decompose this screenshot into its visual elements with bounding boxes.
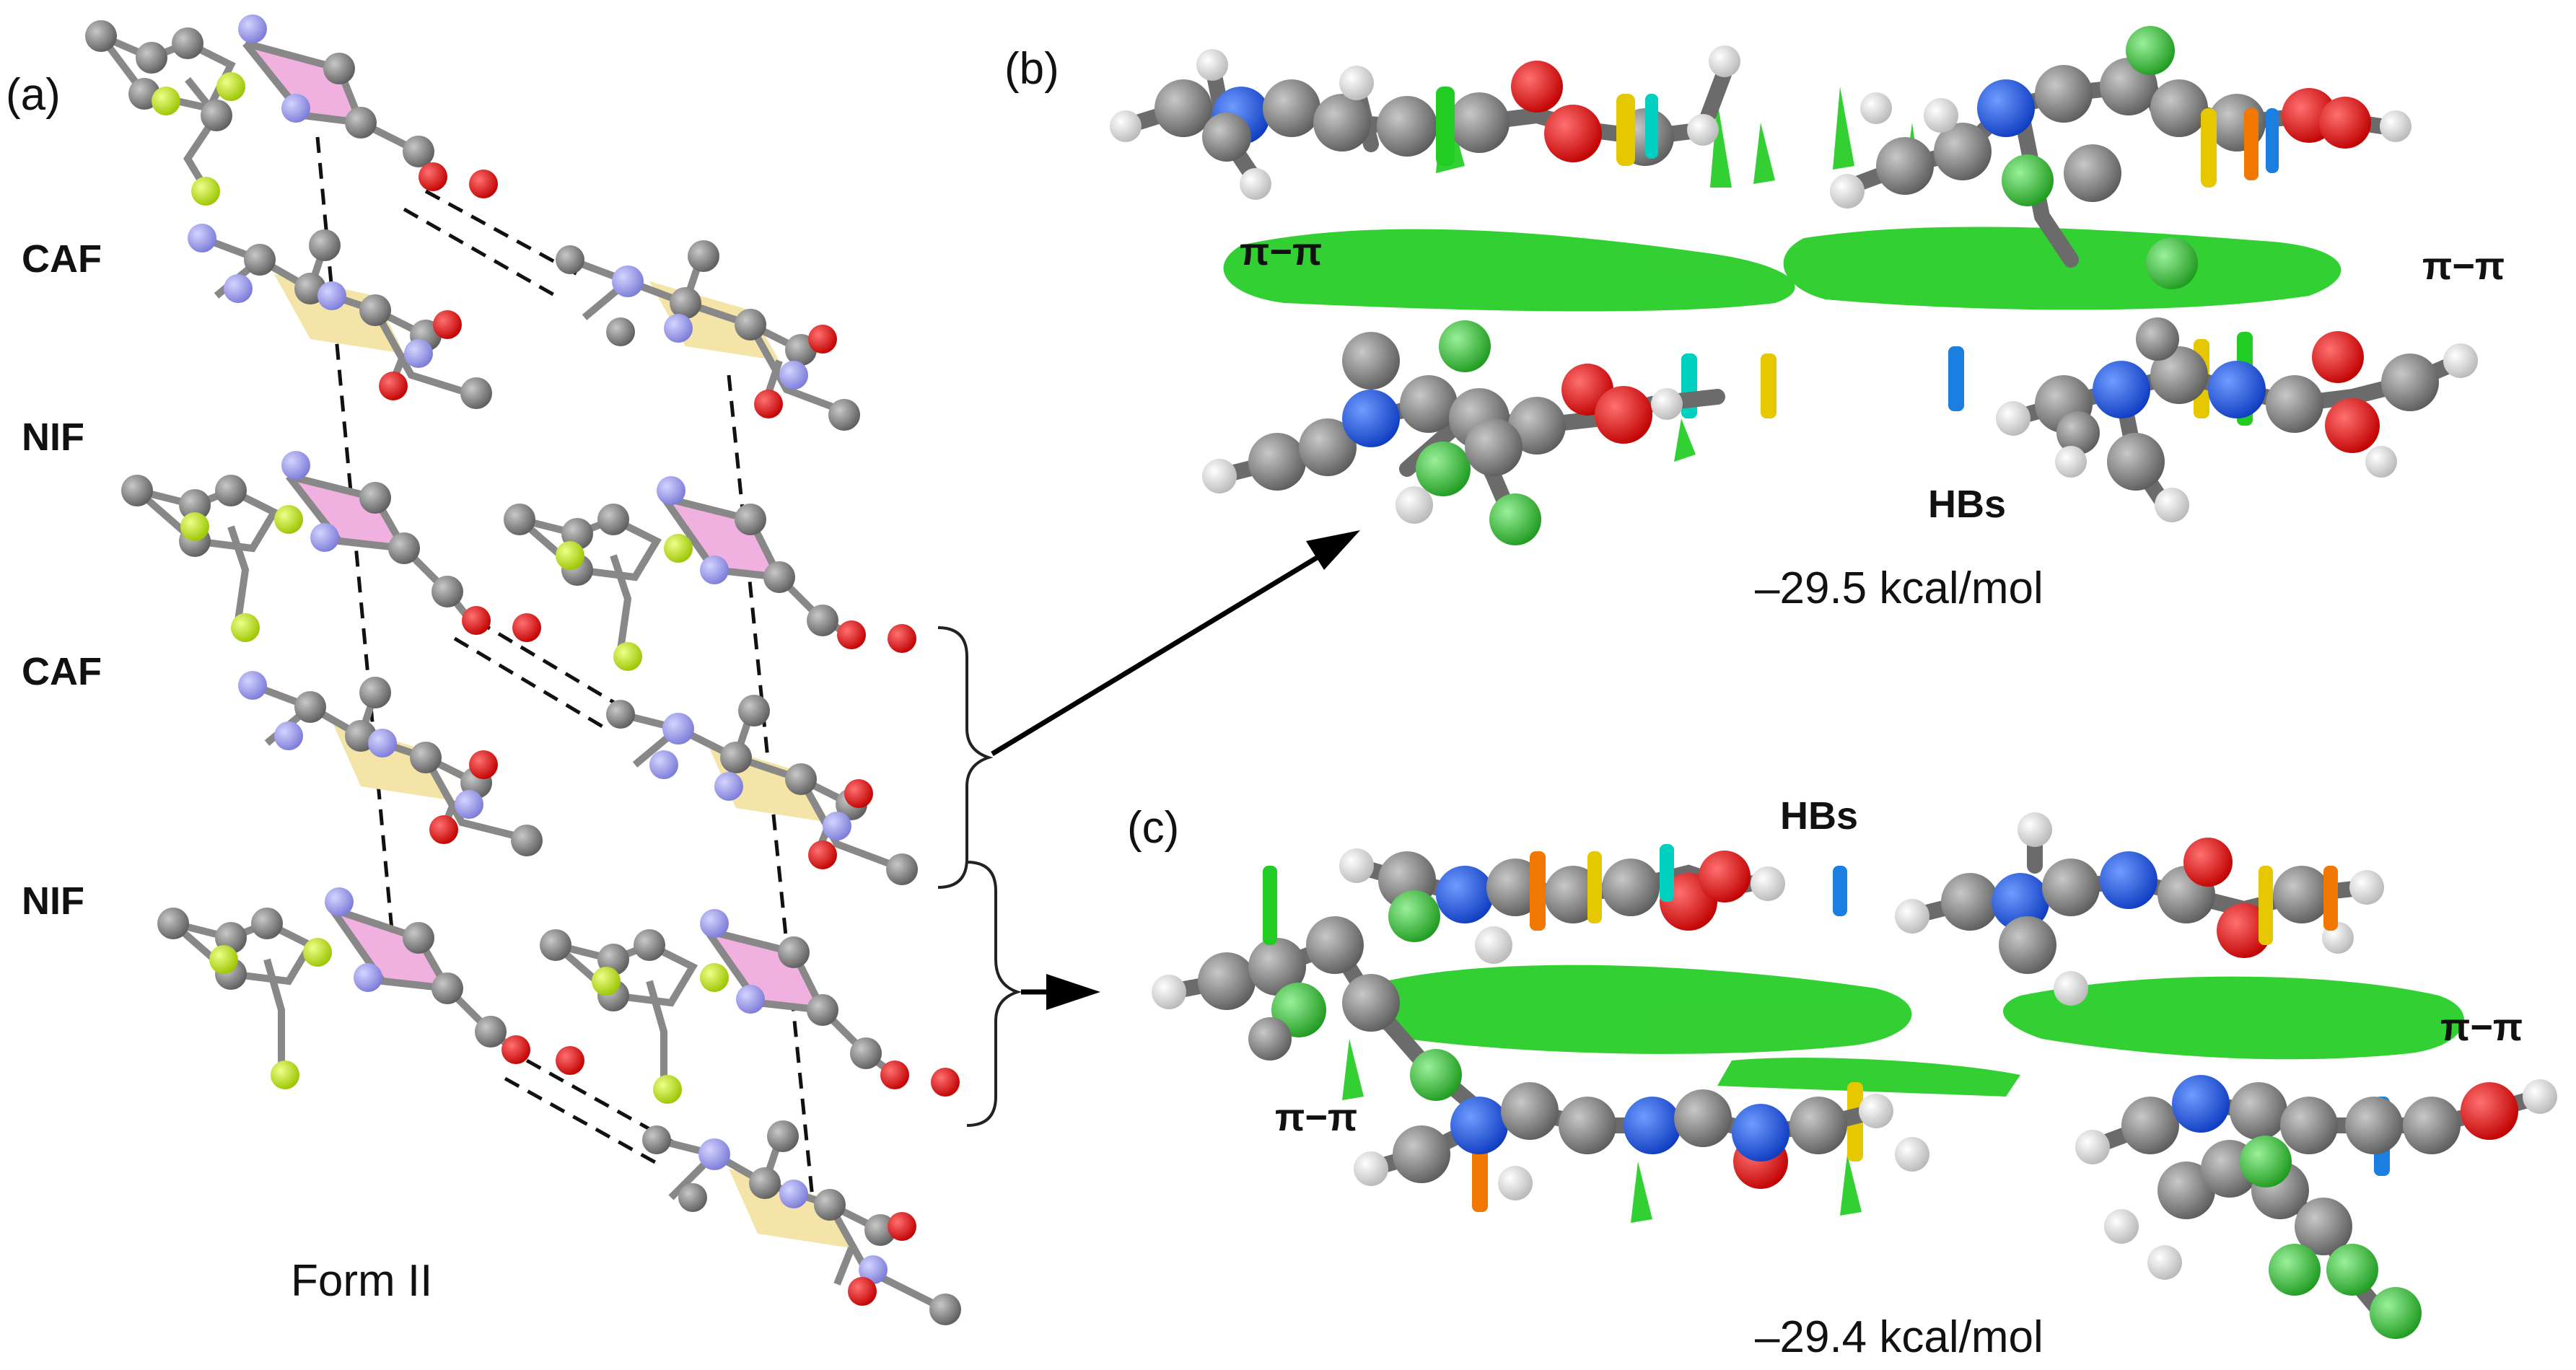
caf-label-2: CAF xyxy=(22,650,102,693)
pi-pi-label-c-right: π−π xyxy=(2440,1006,2523,1049)
atoms-bottom-b xyxy=(1202,317,2478,545)
nif-label-1: NIF xyxy=(22,416,84,459)
energy-label-c: –29.4 kcal/mol xyxy=(1755,1312,2043,1362)
panel-label-a: (a) xyxy=(6,70,61,120)
form-label: Form II xyxy=(291,1256,433,1306)
hbs-label-c: HBs xyxy=(1780,794,1859,838)
nif-molecule xyxy=(504,476,916,671)
brace-lower xyxy=(966,861,1022,1127)
nif-molecule xyxy=(540,909,960,1104)
nci-patches-c xyxy=(1263,844,2390,1212)
caf-molecule xyxy=(642,1120,961,1325)
nif-molecule xyxy=(157,887,584,1089)
arrow-to-c xyxy=(1021,974,1100,1010)
panel-label-c: (c) xyxy=(1127,803,1180,853)
caf-molecule xyxy=(238,671,543,856)
nif-molecule xyxy=(85,14,498,206)
panel-label-b: (b) xyxy=(1004,44,1059,94)
energy-label-b: –29.5 kcal/mol xyxy=(1755,563,2043,613)
arrow-to-b xyxy=(991,530,1360,756)
caf-molecule xyxy=(188,224,492,409)
panel-a-crystal-packing xyxy=(85,14,1360,1325)
pi-pi-label-b-right: π−π xyxy=(2422,245,2505,288)
nci-sheet-c xyxy=(1342,965,2464,1223)
atoms-top-c xyxy=(1152,812,2384,1101)
nif-label-2: NIF xyxy=(22,879,84,923)
pi-pi-label-b-left: π−π xyxy=(1240,230,1323,273)
caf-molecule xyxy=(606,695,918,885)
panel-c-nci-dimer xyxy=(1152,812,2557,1339)
pi-pi-label-c-left: π−π xyxy=(1275,1096,1358,1139)
brace-upper xyxy=(937,626,994,889)
atoms-bottom-c xyxy=(1354,1075,2557,1339)
nci-sheet-b xyxy=(1223,87,2341,462)
caf-label-1: CAF xyxy=(22,237,102,281)
hbs-label-b: HBs xyxy=(1928,483,2007,526)
panel-b-nci-dimer xyxy=(1110,26,2478,545)
caf-molecule xyxy=(556,240,860,431)
nif-molecule xyxy=(121,451,541,642)
